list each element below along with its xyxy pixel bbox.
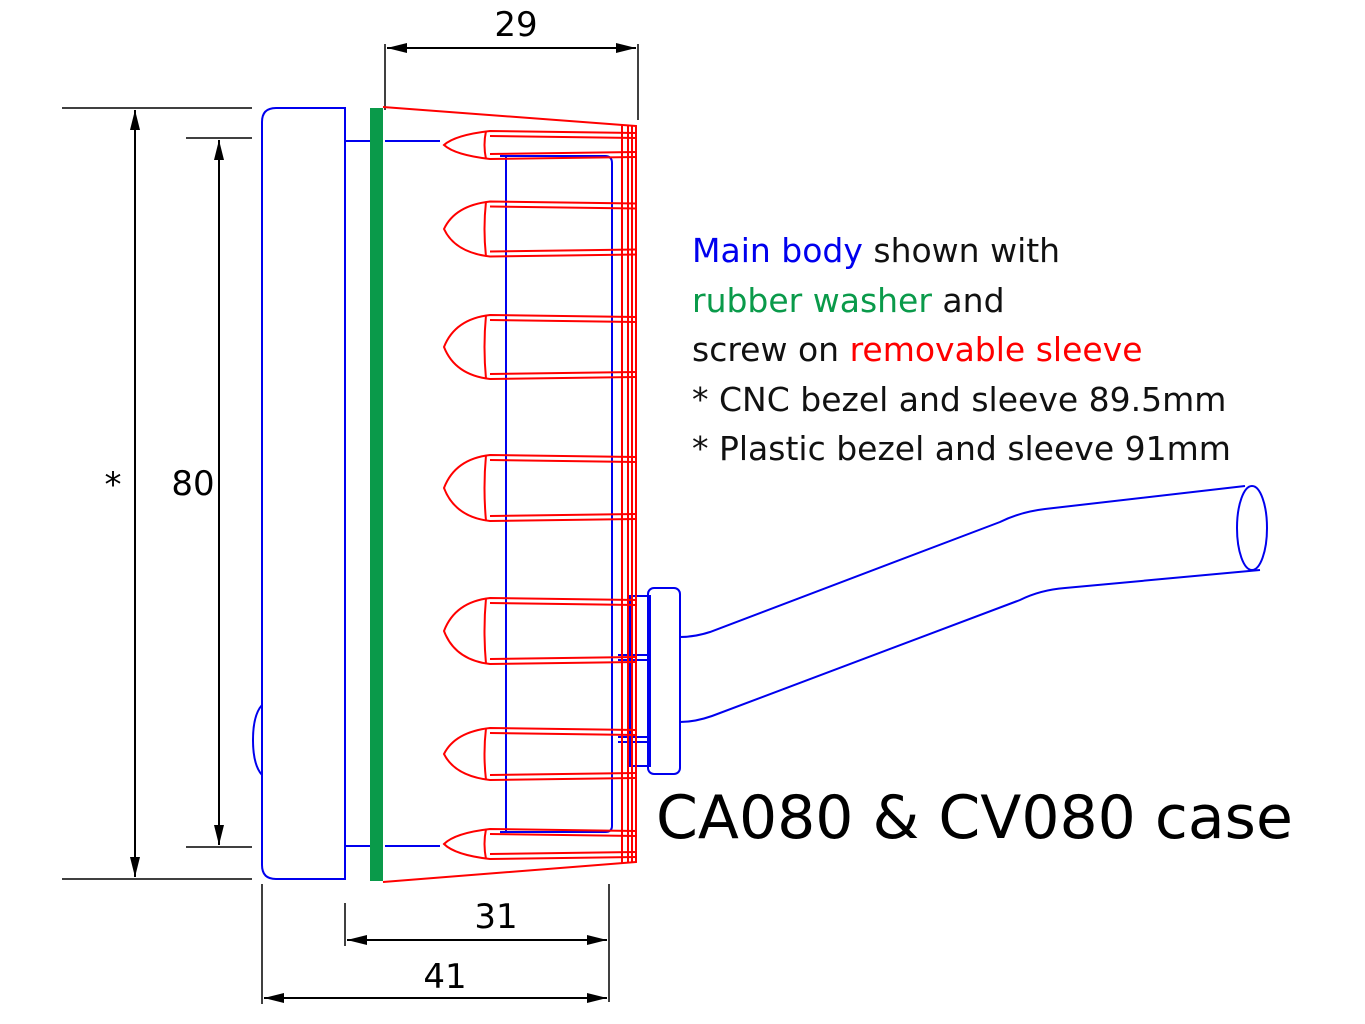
- cable-gland-nut: [647, 587, 681, 775]
- legend-rubber-washer-label: rubber washer: [692, 281, 932, 320]
- legend-sleeve-label: removable sleeve: [850, 330, 1143, 369]
- legend-note-cnc: * CNC bezel and sleeve 89.5mm: [692, 380, 1226, 419]
- sleeve-fin: [442, 596, 637, 666]
- sleeve-fin-detail: [483, 727, 637, 781]
- dimension-label: 31: [474, 897, 517, 937]
- sleeve-fin-detail: [483, 828, 637, 860]
- diagram-title: CA080 & CV080 case: [656, 783, 1293, 853]
- sleeve-fin-detail: [483, 454, 637, 522]
- legend-sleeve-prefix: screw on: [692, 330, 850, 369]
- rubber-washer: [370, 108, 383, 881]
- sleeve-fins: [442, 129, 637, 861]
- cable-gland-base: [629, 595, 651, 767]
- legend-line-sleeve: screw on removable sleeve: [692, 330, 1143, 369]
- dimension-bottom-41: 41: [261, 884, 607, 1004]
- cable: [679, 485, 1261, 723]
- sleeve-fin: [442, 313, 637, 381]
- legend: Main body shown with rubber washer and s…: [692, 231, 1231, 468]
- dimension-label: 29: [494, 5, 537, 45]
- sleeve-fin-detail: [483, 314, 637, 380]
- sleeve-fin-detail: [483, 201, 637, 257]
- removable-sleeve: [382, 106, 637, 883]
- cable-end: [1236, 485, 1268, 571]
- dimension-inner-height-80: 80: [171, 137, 252, 848]
- sleeve-fin: [442, 129, 637, 161]
- sleeve-fin: [442, 827, 637, 861]
- legend-main-body-label: Main body: [692, 231, 863, 270]
- dimension-bottom-31: 31: [344, 884, 610, 1002]
- body-inner-outline: [385, 140, 613, 847]
- legend-line-main-body: Main body shown with: [692, 231, 1060, 270]
- legend-line-rubber-washer: rubber washer and: [692, 281, 1005, 320]
- sleeve-fin: [442, 200, 637, 258]
- sleeve-fin: [442, 453, 637, 523]
- sleeve-fin-detail: [483, 130, 637, 160]
- bezel-button: [251, 704, 263, 776]
- dimension-label: *: [105, 465, 122, 505]
- main-body: [251, 107, 1268, 880]
- bezel-outline: [261, 107, 346, 880]
- dimension-label: 80: [171, 464, 214, 504]
- legend-note-plastic: * Plastic bezel and sleeve 91mm: [692, 429, 1231, 468]
- sleeve-outline: [382, 106, 637, 883]
- legend-rubber-washer-rest: and: [932, 281, 1005, 320]
- dimension-top-29: 29: [384, 5, 639, 120]
- legend-main-body-rest: shown with: [863, 231, 1060, 270]
- sleeve-fin: [442, 726, 637, 782]
- sleeve-fin-detail: [483, 597, 637, 665]
- dimension-label: 41: [423, 957, 466, 997]
- dimension-overall-height: *: [62, 107, 252, 880]
